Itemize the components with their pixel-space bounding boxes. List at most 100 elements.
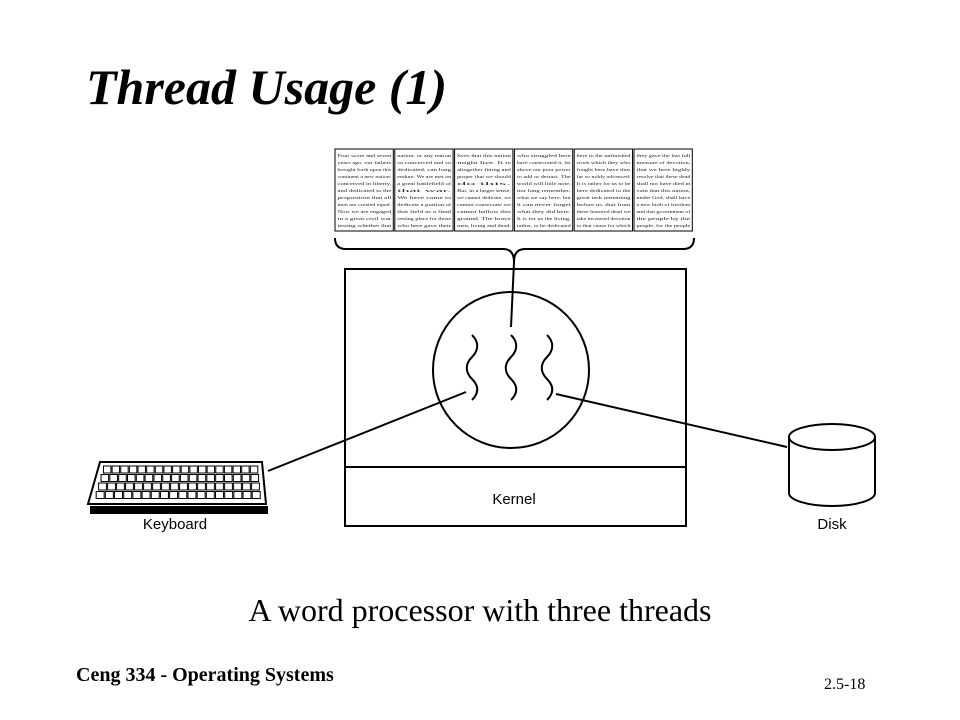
keyboard-key xyxy=(249,465,259,474)
keyboard-key xyxy=(137,465,146,474)
keyboard-key xyxy=(161,482,170,491)
document-page xyxy=(513,148,574,232)
document-text-line: It is rather for us to be xyxy=(577,181,631,186)
document-text-line: men are created equal. xyxy=(338,202,392,207)
keyboard-key xyxy=(206,482,215,491)
document-text-line: cannot hallow this xyxy=(457,209,511,214)
thread-1 xyxy=(465,334,479,401)
keyboard-key xyxy=(179,482,188,491)
keyboard-key xyxy=(188,482,197,491)
document-text-line: men, living and dead, xyxy=(457,223,511,229)
keyboard-key xyxy=(172,465,181,474)
keyboard-key xyxy=(109,474,118,482)
keyboard-key xyxy=(241,465,250,474)
document-text-line: Now we are engaged xyxy=(338,209,393,214)
document-text-line: above our poor power xyxy=(517,167,572,172)
keyboard-key xyxy=(187,491,197,499)
document-text-line: altogether fitting and xyxy=(457,167,512,172)
keyboard-key xyxy=(233,482,242,491)
keyboard-key xyxy=(224,474,233,482)
keyboard-key xyxy=(162,474,171,482)
keyboard-key xyxy=(224,491,234,499)
keyboard-key xyxy=(102,465,112,474)
document-text-line: what they did here. xyxy=(517,209,571,214)
keyboard-key xyxy=(107,482,116,491)
keyboard-key xyxy=(134,482,143,491)
document-text-line: what we say here, but xyxy=(517,195,572,201)
keyboard-to-thread-line xyxy=(267,391,467,472)
document-text-line: continent a new nation: xyxy=(338,174,392,179)
keyboard-key xyxy=(251,491,261,499)
keyboard-key xyxy=(159,491,169,499)
keyboard-key xyxy=(232,474,242,482)
document-text-line: measure of devotion, xyxy=(637,160,691,166)
keyboard-key xyxy=(242,491,252,499)
document-text-line: to add or detract. The xyxy=(517,174,571,179)
thread-to-disk-line xyxy=(555,393,788,448)
kernel-label: Kernel xyxy=(492,491,535,508)
document-text-line: who struggled here xyxy=(517,153,571,158)
document-text-line: We have come to xyxy=(397,195,451,200)
keyboard-key xyxy=(251,482,260,491)
document-text-line: under God, shall have xyxy=(637,195,691,201)
process-box xyxy=(344,268,687,527)
keyboard-icon xyxy=(86,461,268,514)
keyboard-key xyxy=(215,474,224,482)
keyboard-key xyxy=(146,465,155,474)
keyboard-key xyxy=(206,474,215,482)
keyboard-key xyxy=(154,465,164,474)
document-text-line: that we here highly xyxy=(637,167,692,172)
document-text-line: resting place for those xyxy=(397,216,451,221)
document-text-line: nation, or any nation xyxy=(397,153,452,159)
document-text-line: dedicated, can long xyxy=(397,167,452,173)
keyboard-key xyxy=(215,491,224,499)
keyboard-key xyxy=(128,465,138,474)
document-text-line: fought here have thus xyxy=(577,167,631,172)
keyboard-key xyxy=(197,465,207,474)
keyboard-key xyxy=(241,474,251,482)
disk-icon xyxy=(788,423,876,507)
slide-title: Thread Usage (1) xyxy=(86,59,448,115)
keyboard-key xyxy=(132,491,142,499)
document-text-line: rather, to be dedicated xyxy=(517,223,572,229)
keyboard-key xyxy=(171,474,180,482)
keyboard-key xyxy=(118,474,127,482)
keyboard-key xyxy=(197,474,207,482)
keyboard-key xyxy=(205,491,215,499)
document-text-line: brought forth upon this xyxy=(338,167,392,172)
keyboard-key xyxy=(152,482,161,491)
keyboard-key xyxy=(178,491,188,499)
document-page xyxy=(633,148,693,232)
keyboard-key xyxy=(232,465,242,474)
document-text-line: dedicate a portion of xyxy=(397,202,452,207)
document-page xyxy=(394,148,454,232)
document-text-line: testing whether that xyxy=(338,223,393,228)
document-text-line: lives that this nation xyxy=(457,153,512,158)
document-text-line: they gave the last full xyxy=(637,153,692,158)
document-text-line: But, in a larger sense, xyxy=(457,188,511,194)
keyboard-key xyxy=(163,465,172,474)
document-text-line: ground. The brave xyxy=(457,216,511,221)
document-text-line: these honored dead we xyxy=(577,209,631,214)
keyboard-key xyxy=(114,491,124,499)
document-page xyxy=(334,148,394,232)
document-text-line: here to the unfinished xyxy=(577,153,632,158)
document-text-line: Four score and seven xyxy=(338,153,393,158)
document-text-line: vain that this nation, xyxy=(637,188,691,194)
document-text-line: we cannot dedicate, we xyxy=(457,195,511,201)
keyboard-label: Keyboard xyxy=(143,516,207,533)
slide-caption: A word processor with three threads xyxy=(248,592,712,628)
document-text-line: before us, that from xyxy=(577,202,632,208)
keyboard-key xyxy=(170,482,179,491)
document-text-line: people, for the people xyxy=(637,223,691,229)
keyboard-key xyxy=(169,491,179,499)
keyboard-key xyxy=(120,465,129,474)
keyboard-key xyxy=(153,474,163,482)
document-text-line: far so nobly advanced. xyxy=(577,174,631,179)
keyboard-key xyxy=(150,491,160,499)
document-to-thread-line xyxy=(510,261,515,328)
keyboard-key xyxy=(250,474,260,482)
keyboard-key xyxy=(189,465,198,474)
document-page xyxy=(573,148,634,232)
